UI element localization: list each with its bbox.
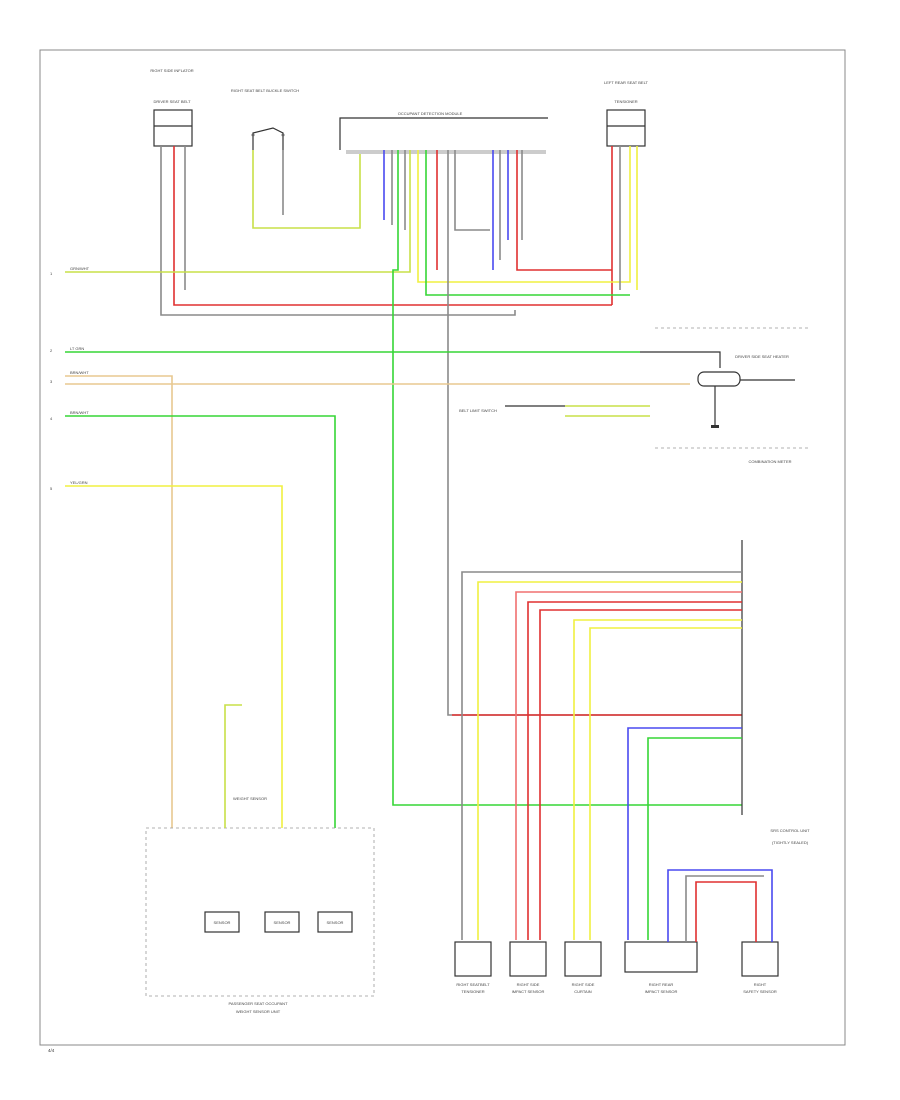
bottom-component-3-box xyxy=(564,941,602,977)
bottom-component-1-sub: TENSIONER xyxy=(461,989,484,994)
bottom-component-2-box xyxy=(509,941,547,977)
wire-srs-gray xyxy=(461,571,742,940)
bottom-component-2-sub: IMPACT SENSOR xyxy=(512,989,545,994)
wire-gray-long xyxy=(447,150,742,716)
weight-sensor-2 xyxy=(264,911,300,933)
wire-label-3: BRN/WHT xyxy=(70,370,89,375)
bottom-component-3-sub: CURTAIN xyxy=(574,989,592,994)
bottom-component-5-box xyxy=(741,941,779,977)
wire-srs-yellow-2 xyxy=(573,619,742,940)
wire-label-1: GRN/WHT xyxy=(70,266,90,271)
wire-switch-loop xyxy=(252,150,361,229)
wire-label-2: LT GRN xyxy=(70,346,84,351)
srs-unit-sub: (TIGHTLY SEALED) xyxy=(772,840,809,845)
wire-red-1 xyxy=(173,146,612,306)
bottom-component-2-name: RIGHT SIDE xyxy=(517,982,540,987)
wire-label-5: YEL/GRN xyxy=(70,480,88,485)
wire-srs-blue xyxy=(627,727,742,940)
sensor-label-1: SENSOR xyxy=(214,920,231,925)
meter-line xyxy=(640,351,721,368)
passenger-unit-title: PASSENGER SEAT OCCUPANT xyxy=(228,1001,288,1006)
bottom-component-4-box xyxy=(624,941,698,973)
switch-pin-icon xyxy=(251,133,255,137)
left-label-2: 2 xyxy=(50,348,53,353)
wire-grnwht xyxy=(65,150,411,273)
module-pins xyxy=(346,150,546,154)
wire-pass-ygreen xyxy=(224,704,242,828)
bottom-component-4-name: RIGHT REAR xyxy=(649,982,674,987)
wire-srs-pink-1 xyxy=(515,591,742,940)
passenger-occupant-unit: PASSENGER SEAT OCCUPANT WEIGHT SENSOR UN… xyxy=(145,704,375,1014)
wire-srs-red-2 xyxy=(539,609,742,940)
ground-icon xyxy=(711,425,719,428)
wire-yellow-top xyxy=(417,146,631,283)
top-right-connector: LEFT REAR SEAT BELT TENSIONER xyxy=(604,80,649,147)
occupant-module-title: OCCUPANT DETECTION MODULE xyxy=(398,111,463,116)
srs-control-unit: SRS CONTROL UNIT (TIGHTLY SEALED) xyxy=(741,540,810,845)
left-label-5: 5 xyxy=(50,486,53,491)
weight-sensor-note: WEIGHT SENSOR xyxy=(233,796,267,801)
occupant-detection-module: OCCUPANT DETECTION MODULE xyxy=(339,111,548,150)
wire-green-top xyxy=(425,150,630,296)
wire-label-4: BRN/WHT xyxy=(70,410,89,415)
top-right-connector-sub: TENSIONER xyxy=(614,99,637,104)
passenger-unit-box xyxy=(145,827,375,997)
srs-unit-title: SRS CONTROL UNIT xyxy=(770,828,810,833)
bottom-component-1-box xyxy=(454,941,492,977)
left-label-3: 3 xyxy=(50,379,53,384)
heater-element xyxy=(697,371,741,387)
top-right-connector-title: LEFT REAR SEAT BELT xyxy=(604,80,648,85)
wire-srs-green xyxy=(647,737,742,940)
wire-green-long xyxy=(392,150,742,806)
bottom-component-2: RIGHT SIDE IMPACT SENSOR xyxy=(509,941,547,994)
weight-sensor-3 xyxy=(317,911,353,933)
meter-title: COMBINATION METER xyxy=(748,459,791,464)
wire-loop-blue xyxy=(667,869,773,942)
wire-srs-yellow-1 xyxy=(477,581,742,940)
bottom-component-5: RIGHT SAFETY SENSOR xyxy=(741,941,779,994)
bottom-component-5-sub: SAFETY SENSOR xyxy=(743,989,777,994)
wire-loop-red xyxy=(695,881,757,942)
bottom-component-3-name: RIGHT SIDE xyxy=(572,982,595,987)
belt-limit-note: BELT LIMIT SWITCH xyxy=(459,408,497,413)
left-label-4: 4 xyxy=(50,416,53,421)
bottom-component-5-name: RIGHT xyxy=(754,982,767,987)
bottom-component-4: RIGHT REAR IMPACT SENSOR xyxy=(624,941,698,994)
page-id: 4/4 xyxy=(48,1048,55,1053)
top-right-connector-box xyxy=(606,109,646,147)
buckle-switch-title: RIGHT SEAT BELT BUCKLE SWITCH xyxy=(231,88,299,93)
wire-gray-1 xyxy=(160,146,516,316)
top-left-connector-sub: DRIVER SEAT BELT xyxy=(153,99,191,104)
diagram-frame xyxy=(39,49,846,1046)
top-left-connector-box xyxy=(153,109,193,147)
heater-note: DRIVER SIDE SEAT HEATER xyxy=(735,354,789,359)
wire-red-3 xyxy=(516,150,612,271)
passenger-unit-sub: WEIGHT SENSOR UNIT xyxy=(236,1009,281,1014)
weight-sensor-1 xyxy=(204,911,240,933)
wire-loop-gray xyxy=(685,875,764,942)
wire-srs-red-1 xyxy=(527,601,742,940)
wire-gray-5 xyxy=(454,150,490,231)
bottom-component-3: RIGHT SIDE CURTAIN xyxy=(564,941,602,994)
wire-srs-yellow-3 xyxy=(589,627,742,940)
wire-yellow-3 xyxy=(65,485,283,828)
buckle-switch: RIGHT SEAT BELT BUCKLE SWITCH xyxy=(231,88,299,150)
top-left-connector: RIGHT SIDE INFLATOR DRIVER SEAT BELT xyxy=(150,68,194,147)
bottom-component-1: RIGHT SEATBELT TENSIONER xyxy=(454,941,492,994)
sensor-label-3: SENSOR xyxy=(327,920,344,925)
sensor-label-2: SENSOR xyxy=(274,920,291,925)
switch-pin-icon xyxy=(281,133,285,137)
bottom-component-4-sub: IMPACT SENSOR xyxy=(645,989,678,994)
wire-green-2 xyxy=(65,415,336,828)
wire-tan-1 xyxy=(65,375,173,828)
top-left-connector-title: RIGHT SIDE INFLATOR xyxy=(150,68,193,73)
left-label-1: 1 xyxy=(50,271,53,276)
bottom-component-1-name: RIGHT SEATBELT xyxy=(456,982,490,987)
